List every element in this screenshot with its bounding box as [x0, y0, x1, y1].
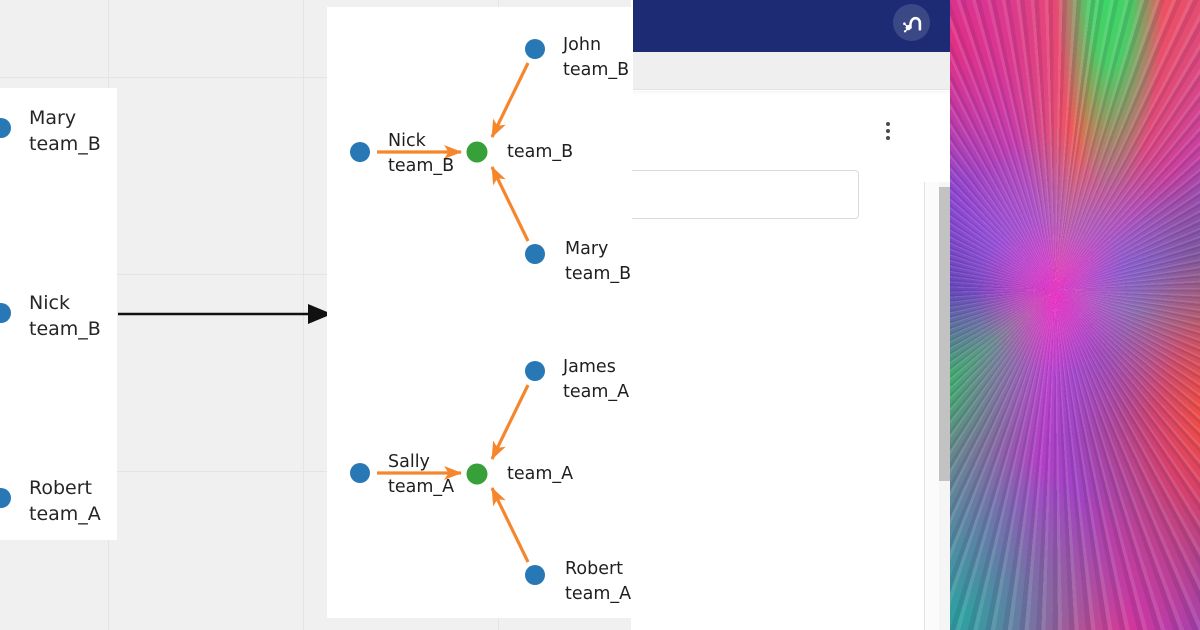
group-node-label: team_B: [507, 140, 573, 165]
kebab-dot: [886, 122, 890, 126]
group-node-label: team_A: [507, 462, 573, 487]
group-node-teamA: [466, 463, 488, 485]
kebab-dot: [886, 129, 890, 133]
person-node-nick: [350, 142, 370, 162]
person-team: team_B: [29, 318, 101, 340]
app-header-bar: [633, 0, 950, 52]
node-label-team: team_A: [563, 382, 630, 402]
edge-mary-teamB: [490, 166, 530, 242]
node-label: Sally team_A: [388, 450, 454, 500]
graph-nodes: [350, 39, 545, 585]
app-window: [631, 0, 952, 630]
edge-john-teamB: [490, 62, 530, 138]
person-name: Nick: [29, 292, 70, 314]
person-name: Robert: [29, 477, 92, 499]
person-node-icon: [0, 118, 11, 138]
node-label-team: team_A: [565, 584, 632, 604]
group-label-text: team_A: [507, 464, 574, 484]
edge-james-teamA: [490, 384, 530, 460]
scrollbar-thumb[interactable]: [939, 187, 952, 481]
list-item: Mary team_B: [0, 105, 117, 157]
edge-robert-teamA: [490, 487, 530, 563]
graph-figure-card: John team_B Nick team_B team_B Mary team…: [327, 7, 632, 618]
node-label-name: Nick: [388, 131, 426, 151]
person-node-john: [525, 39, 545, 59]
app-toolbar-strip: [633, 52, 950, 90]
person-node-mary: [525, 244, 545, 264]
node-label-team: team_B: [565, 264, 632, 284]
graph-figure: [350, 39, 545, 585]
relationship-edges: [377, 62, 530, 563]
transform-arrow: [118, 304, 332, 324]
node-label-name: John: [563, 35, 602, 55]
app-side-strip: [924, 182, 939, 630]
person-node-robert: [525, 565, 545, 585]
node-label-team: team_B: [563, 60, 630, 80]
node-list-card: Mary team_B Nick team_B Robert team_A: [0, 88, 117, 540]
node-label-name: Mary: [565, 239, 609, 259]
person-node-icon: [0, 488, 11, 508]
person-node-icon: [0, 303, 11, 323]
node-label-name: James: [563, 357, 616, 377]
person-name: Mary: [29, 107, 77, 129]
node-label: John team_B: [563, 33, 629, 83]
node-label: Nick team_B: [388, 129, 454, 179]
node-label: James team_A: [563, 355, 629, 405]
graph-app-icon-glyph: [902, 16, 921, 32]
scrollbar-track[interactable]: [939, 182, 952, 630]
node-label-team: team_B: [388, 156, 455, 176]
person-team: team_A: [29, 503, 101, 525]
person-node-james: [525, 361, 545, 381]
search-input[interactable]: [612, 170, 859, 219]
abstract-art-image: [950, 0, 1200, 630]
list-item: Robert team_A: [0, 475, 117, 527]
graph-app-icon[interactable]: [893, 4, 930, 41]
group-node-teamB: [466, 141, 488, 163]
person-team: team_B: [29, 133, 101, 155]
kebab-dot: [886, 136, 890, 140]
list-item: Nick team_B: [0, 290, 117, 342]
group-label-text: team_B: [507, 142, 574, 162]
node-label: Mary team_B: [565, 237, 631, 287]
node-label-name: Sally: [388, 452, 430, 472]
person-node-sally: [350, 463, 370, 483]
node-label-team: team_A: [388, 477, 455, 497]
node-label: Robert team_A: [565, 557, 631, 607]
node-label-name: Robert: [565, 559, 624, 579]
kebab-menu-icon[interactable]: [884, 122, 892, 140]
